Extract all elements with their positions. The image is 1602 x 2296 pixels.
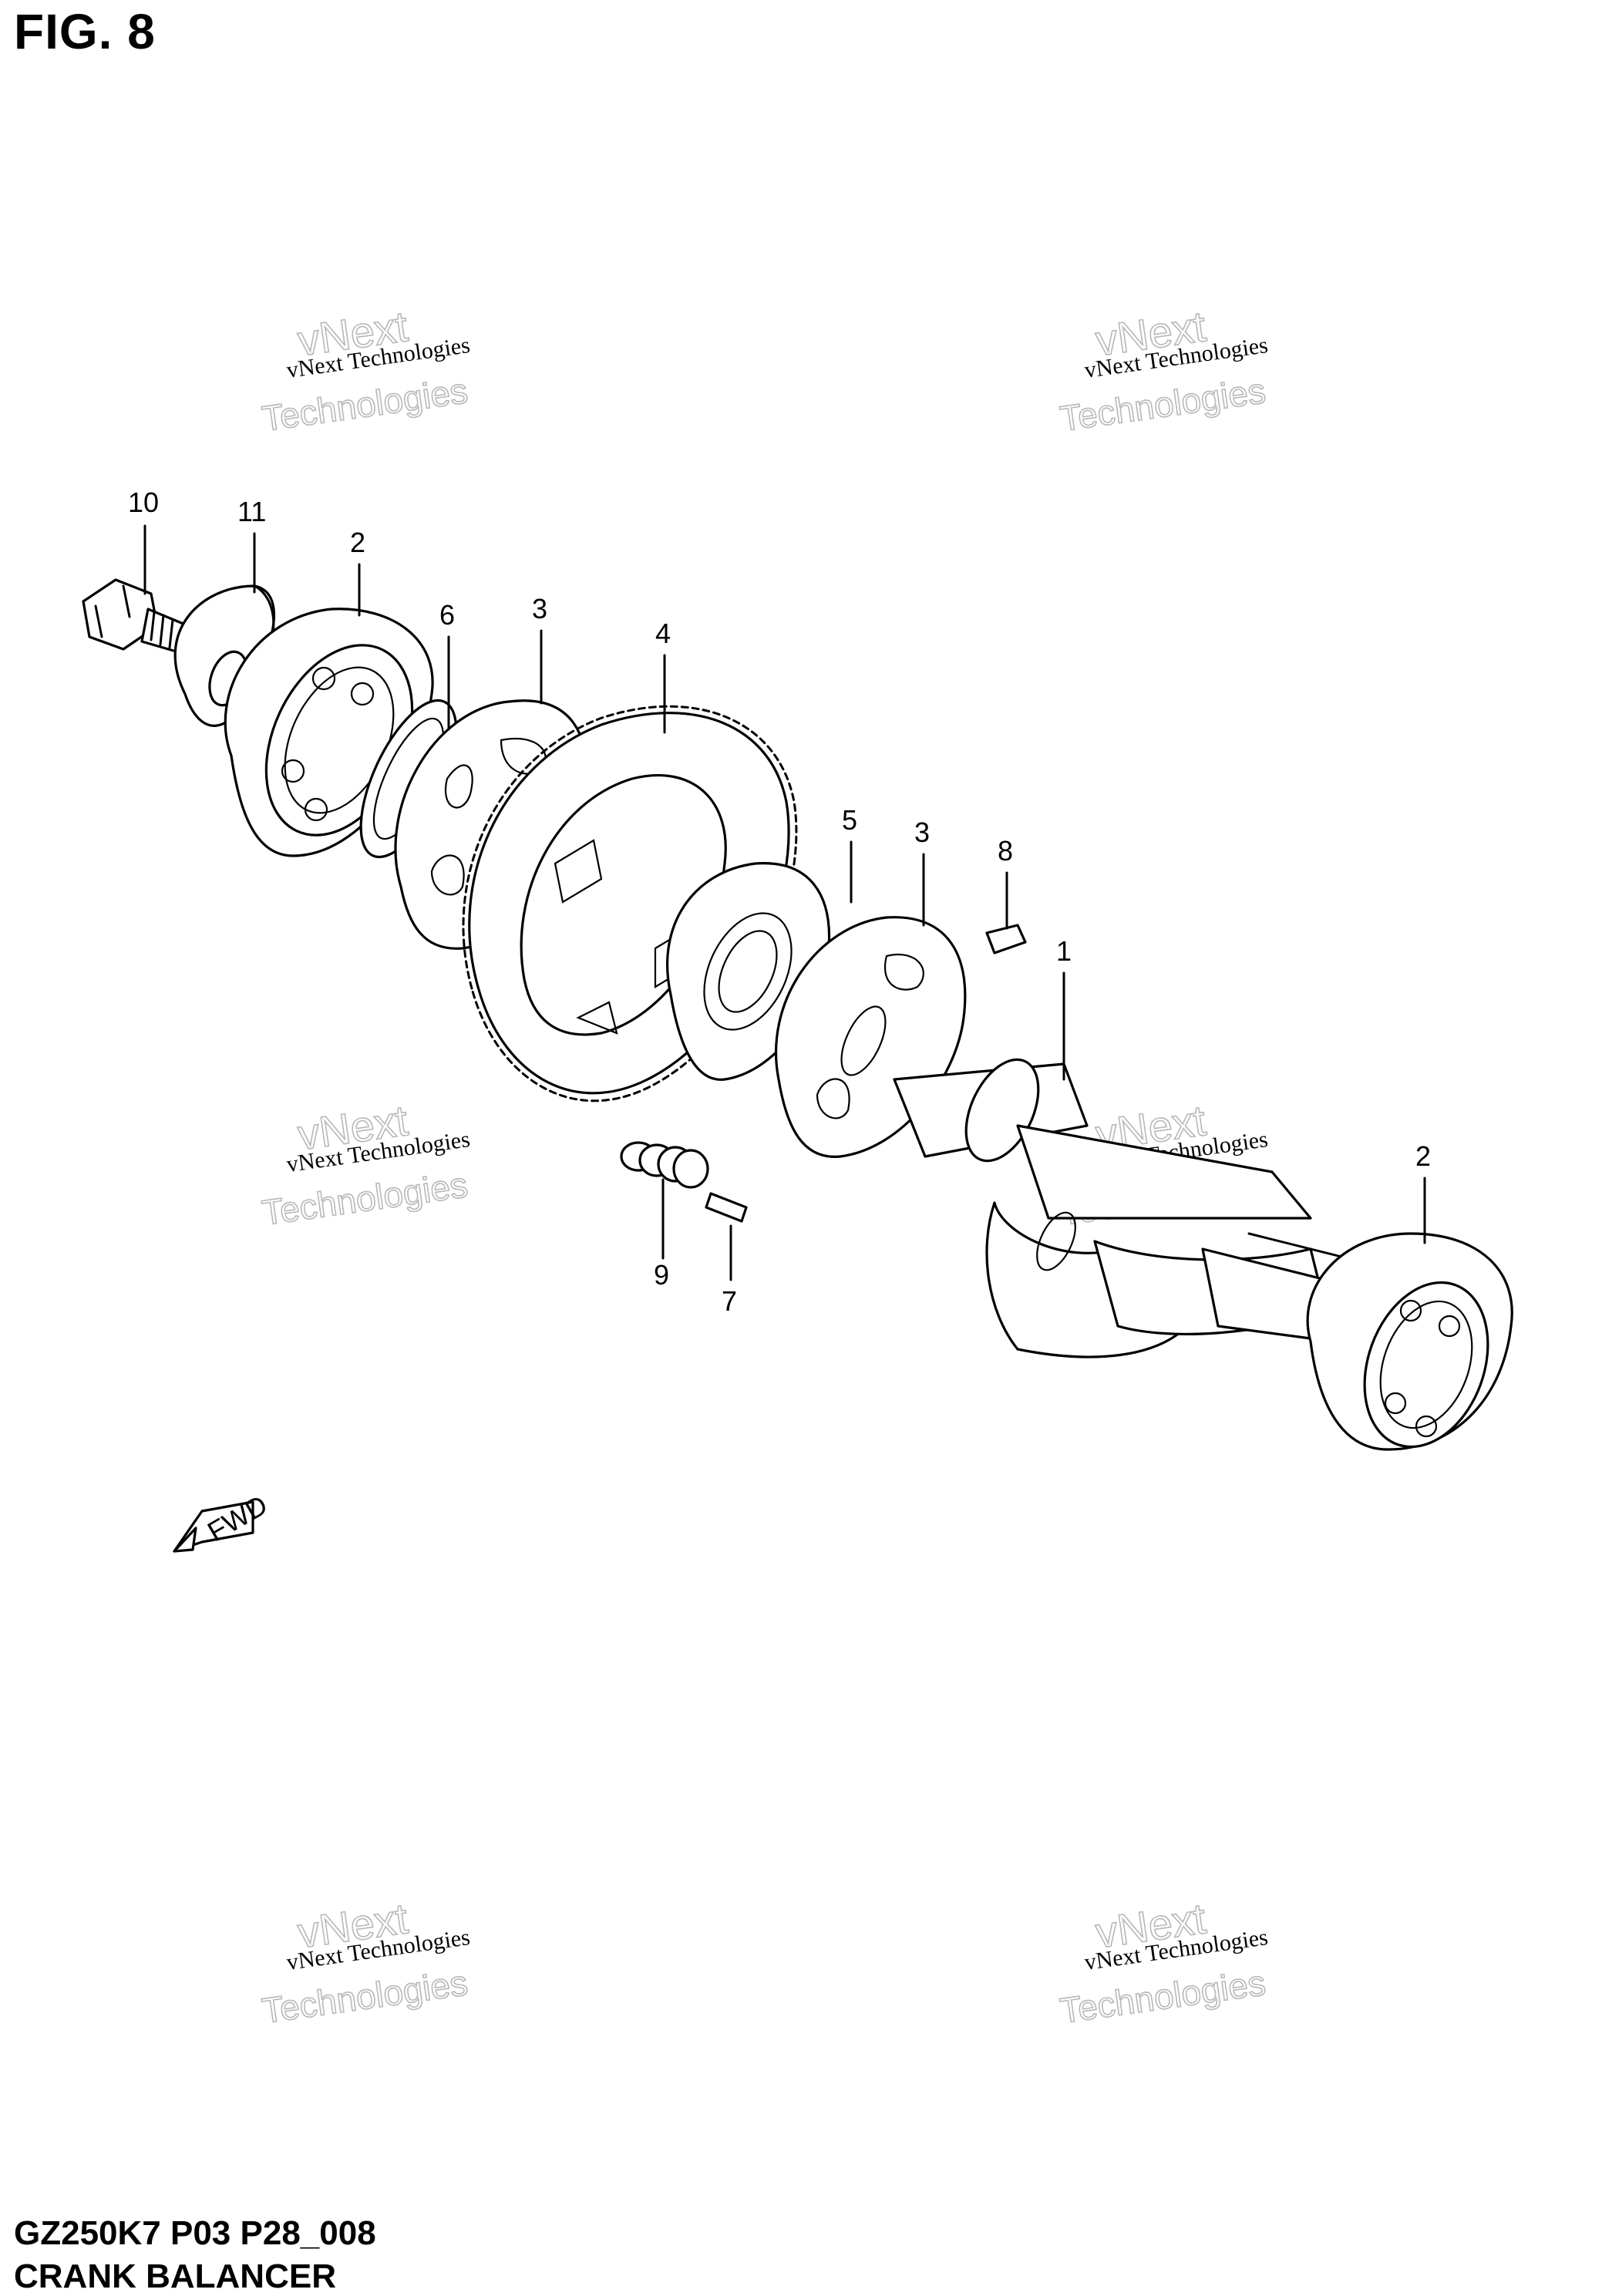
watermark-bottom-right: vNext vNext Technologies Technologies (1057, 1893, 1270, 2031)
callout-4: 4 (655, 618, 671, 649)
callout-3-lower: 3 (914, 816, 930, 848)
figure-name: CRANK BALANCER (14, 2257, 336, 2295)
callout-1: 1 (1056, 935, 1072, 967)
bearing-part-2-right (1306, 1232, 1513, 1451)
callout-3-upper: 3 (532, 593, 547, 624)
callout-2-right: 2 (1415, 1140, 1431, 1172)
watermark-top-left: vNext vNext Technologies Technologies (259, 301, 472, 439)
callout-labels: 10 11 2 6 3 4 5 3 8 1 9 7 2 (128, 486, 1431, 1317)
callout-11: 11 (237, 496, 266, 527)
callout-5: 5 (842, 804, 857, 836)
figure-code: GZ250K7 P03 P28_008 (14, 2214, 376, 2252)
watermark-top-right: vNext vNext Technologies Technologies (1057, 301, 1270, 439)
callout-7: 7 (722, 1285, 737, 1317)
watermark-bottom-left: vNext vNext Technologies Technologies (259, 1893, 472, 2031)
leader-lines (143, 524, 1426, 1281)
callout-9: 9 (654, 1259, 669, 1291)
figure-title: FIG. 8 (14, 4, 156, 59)
fwd-arrow: FWD (173, 1489, 273, 1553)
watermark-mid-left: vNext vNext Technologies Technologies (259, 1095, 472, 1233)
bolt-part-10 (82, 578, 187, 654)
pin-part-7 (705, 1192, 748, 1223)
fwd-label: FWD (202, 1489, 272, 1547)
callout-10: 10 (128, 486, 159, 518)
key-part-8 (985, 924, 1027, 954)
callout-2-left: 2 (350, 527, 365, 558)
callout-8: 8 (998, 835, 1013, 867)
balancer-shaft-part-1 (893, 1058, 1374, 1358)
spring-part-9 (620, 1141, 709, 1189)
callout-6: 6 (439, 599, 455, 631)
